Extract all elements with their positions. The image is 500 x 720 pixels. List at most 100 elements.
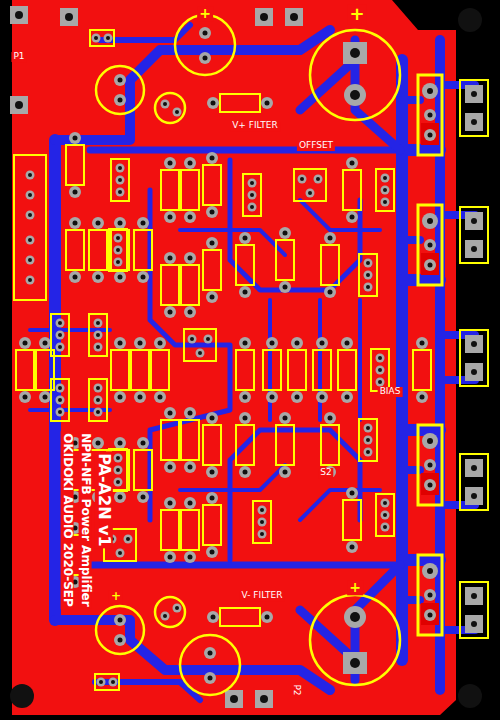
transistor-array	[109, 229, 127, 271]
transistor-array	[376, 494, 394, 536]
header-pins	[26, 191, 35, 200]
header-pins	[26, 256, 35, 265]
transistor-array	[376, 169, 394, 211]
transistor-array	[243, 174, 261, 216]
polarity-mark: +	[347, 580, 363, 595]
connector-name: P1	[11, 52, 26, 62]
resistor-array	[66, 217, 84, 283]
part-name: S2	[318, 468, 333, 478]
capacitor-pad	[173, 604, 182, 613]
resistor-array	[413, 337, 431, 403]
pad	[10, 96, 28, 114]
resistor-array	[161, 497, 179, 563]
trace	[270, 300, 360, 420]
capacitor-pad	[161, 612, 170, 621]
pad	[225, 690, 243, 708]
pad	[65, 13, 73, 21]
transistor-array	[371, 349, 389, 391]
capacitor-outline	[180, 635, 240, 695]
board-title: PA-A2N v1	[95, 451, 113, 548]
header-pins	[104, 34, 113, 43]
resistor-array	[161, 407, 179, 473]
capacitor-outline	[155, 597, 185, 627]
pad	[255, 8, 273, 26]
resistor-array	[134, 437, 152, 503]
power-transistor	[418, 75, 442, 635]
copper-pour	[12, 0, 456, 715]
capacitor-pad	[114, 27, 367, 684]
resistor-array	[16, 337, 34, 403]
capacitor-pad	[161, 100, 170, 109]
capacitor-pad	[350, 48, 360, 58]
capacitor-pad	[343, 42, 367, 64]
capacitor-outline	[175, 15, 235, 75]
output-terminal	[460, 207, 488, 263]
polarity-mark: +	[197, 6, 213, 21]
pad	[10, 6, 303, 708]
resistor-array	[134, 217, 152, 283]
pad	[60, 8, 78, 26]
transistor-array	[359, 254, 377, 296]
power-transistor	[418, 555, 442, 635]
capacitor-pad	[344, 606, 366, 628]
resistor-array	[236, 412, 254, 478]
pad	[255, 690, 273, 708]
mounting-hole	[10, 684, 34, 708]
resistor-array	[236, 232, 254, 298]
header-pins	[26, 34, 118, 687]
trimmer-label: OFFSET	[297, 141, 335, 151]
resistor-array	[313, 337, 331, 403]
header-pins	[26, 276, 35, 285]
capacitor-outline	[310, 30, 400, 120]
resistor-array	[338, 337, 356, 403]
trimmer-label: BIAS	[378, 387, 403, 397]
connector-outline	[14, 155, 46, 300]
header-pins	[109, 678, 118, 687]
trace	[90, 147, 400, 154]
resistor-array	[276, 412, 294, 478]
mounting-hole	[458, 8, 482, 32]
polarity-mark: +	[347, 4, 366, 24]
pad	[10, 6, 28, 24]
capacitor-pad	[114, 614, 126, 626]
resistor-array	[181, 157, 199, 223]
connector-outline	[90, 30, 114, 46]
section-label: V- FILTER	[240, 591, 285, 601]
trace	[55, 30, 330, 140]
resistor-array	[343, 157, 361, 223]
board-credit: OKIDOKI AUDIO 2020-SEP	[60, 431, 73, 609]
capacitor-pad	[199, 27, 211, 39]
trimmer	[184, 329, 216, 361]
trace	[30, 25, 475, 700]
capacitor-pad	[350, 90, 360, 100]
pad	[285, 8, 303, 26]
connector-name: P2	[291, 682, 301, 697]
resistor-array	[203, 412, 221, 478]
output-terminal	[460, 80, 488, 136]
capacitor-pad	[114, 94, 126, 106]
output-terminal	[460, 330, 488, 386]
trace	[402, 150, 440, 560]
connector-outline	[14, 30, 119, 690]
resistor-array	[203, 237, 221, 303]
trimmer	[104, 169, 326, 561]
resistor-array	[151, 337, 169, 403]
resistor-array	[131, 337, 149, 403]
capacitor-pad	[199, 52, 211, 64]
resistor-array	[111, 337, 129, 403]
power-transistor	[418, 205, 442, 285]
trace	[180, 230, 285, 490]
pad	[260, 695, 268, 703]
section-label: V+ FILTER	[230, 121, 280, 131]
resistor-array	[203, 492, 221, 558]
capacitor-outline	[96, 66, 144, 114]
power-transistor	[418, 425, 442, 505]
header-pins	[97, 678, 106, 687]
capacitor-pad	[114, 74, 126, 86]
capacitor-outline	[310, 595, 400, 685]
output-terminal	[460, 454, 488, 510]
capacitor-pad	[204, 647, 216, 659]
pad	[290, 13, 298, 21]
